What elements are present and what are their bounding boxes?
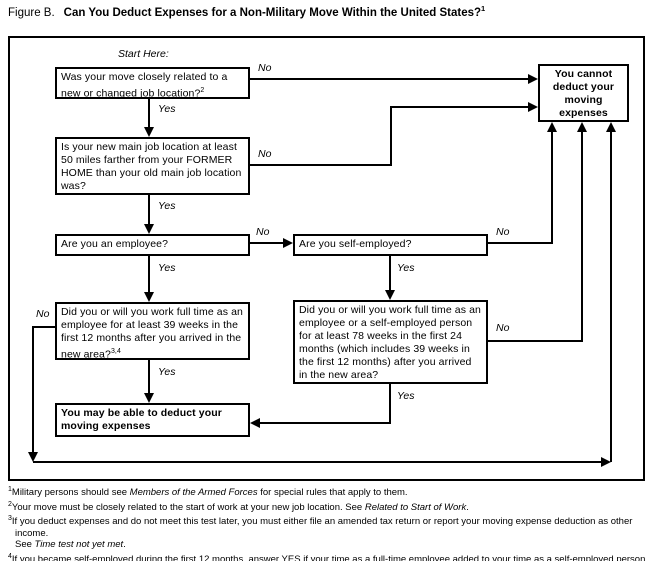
- footnote-1: 1Military persons should see Members of …: [8, 484, 649, 499]
- edge-q3-yes-arrowhead: [144, 292, 154, 302]
- node-q3-text: Are you an employee?: [61, 238, 169, 250]
- edge-q6-yes-line-1: [389, 384, 391, 424]
- edge-q4-no-arrowhead: [547, 122, 557, 132]
- edge-q6-no-line-2: [581, 132, 583, 342]
- edge-label-q2-yes: Yes: [158, 200, 176, 212]
- footnote-1-italic: Members of the Armed Forces: [129, 487, 258, 499]
- edge-q5-yes-arrowhead: [144, 393, 154, 403]
- edge-q6-yes-line-2: [260, 422, 391, 424]
- outcome-may-text: You may be able to deduct your moving ex…: [61, 407, 222, 432]
- edge-q6-no-line-1: [488, 340, 583, 342]
- edge-q4-yes-line: [389, 256, 391, 290]
- edge-q1-no-arrowhead: [528, 74, 538, 84]
- node-outcome-may-deduct: You may be able to deduct your moving ex…: [55, 403, 250, 437]
- edge-label-q1-yes: Yes: [158, 103, 176, 115]
- node-q1-text: Was your move closely related to a new o…: [61, 71, 228, 100]
- figure-title: Can You Deduct Expenses for a Non-Milita…: [63, 4, 486, 19]
- node-q5-text: Did you or will you work full time as an…: [61, 306, 243, 361]
- footnote-3-italic: Time test not yet met: [34, 539, 124, 551]
- node-outcome-cannot-deduct: You cannot deduct your moving expenses: [538, 64, 629, 122]
- footnote-1-marker: 1: [8, 486, 12, 493]
- node-q4-self-employed: Are you self-employed?: [293, 234, 488, 256]
- start-here-label: Start Here:: [118, 48, 169, 60]
- footnotes: 1Military persons should see Members of …: [8, 484, 649, 561]
- footnote-3-marker: 3: [8, 515, 12, 523]
- edge-label-q1-no: No: [258, 62, 272, 74]
- edge-q4-no-line-2: [551, 132, 553, 244]
- footnote-4-marker: 4: [8, 552, 12, 560]
- edge-label-q4-no: No: [496, 226, 510, 238]
- figure-title-superscript: 1: [481, 4, 486, 13]
- footnote-4-text: If you became self-employed during the f…: [11, 554, 646, 561]
- edge-label-q6-no: No: [496, 322, 510, 334]
- edge-label-q6-yes: Yes: [397, 390, 415, 402]
- edge-q3-yes-line: [148, 256, 150, 292]
- edge-q5-no-arrowhead: [606, 122, 616, 132]
- edge-q5-no-line-2: [32, 326, 34, 452]
- edge-q5-no-line-1: [33, 326, 55, 328]
- edge-label-q5-yes: Yes: [158, 366, 176, 378]
- footnote-2-text: Your move must be closely related to the…: [11, 501, 365, 513]
- footnote-2-italic: Related to Start of Work: [364, 501, 467, 513]
- footnote-4: 4If you became self-employed during the …: [8, 551, 649, 561]
- edge-q2-no-line-2: [390, 106, 392, 166]
- node-q1-move-related: Was your move closely related to a new o…: [55, 67, 250, 100]
- edge-q6-no-arrowhead: [577, 122, 587, 132]
- node-q2-text: Is your new main job location at least 5…: [61, 141, 242, 192]
- outcome-cannot-text: You cannot deduct your moving expenses: [552, 68, 615, 119]
- edge-q2-yes-line: [148, 195, 150, 224]
- footnote-1-text-after: for special rules that apply to them.: [257, 487, 408, 499]
- edge-q2-no-line-3: [390, 106, 528, 108]
- node-q1-superscript: 2: [200, 87, 205, 94]
- figure-title-text: Can You Deduct Expenses for a Non-Milita…: [63, 6, 482, 19]
- flowchart-frame: [8, 36, 645, 481]
- node-q6-text: Did you or will you work full time as an…: [299, 304, 481, 381]
- edge-q5-no-corner-arrowhead: [28, 452, 38, 462]
- edge-q2-yes-arrowhead: [144, 224, 154, 234]
- footnote-3-text-after: .: [123, 539, 126, 551]
- figure-title-row: Figure B. Can You Deduct Expenses for a N…: [8, 4, 485, 19]
- node-q4-text: Are you self-employed?: [299, 238, 412, 250]
- node-q5-superscript: 3,4: [110, 348, 121, 355]
- edge-q5-no-line-4: [610, 132, 612, 462]
- footnote-3-text: If you deduct expenses and do not meet t…: [11, 516, 633, 551]
- node-q2-fifty-miles: Is your new main job location at least 5…: [55, 137, 250, 195]
- edge-q2-no-arrowhead: [528, 102, 538, 112]
- footnote-1-text: Military persons should see: [11, 487, 130, 499]
- edge-q4-no-line-1: [488, 242, 553, 244]
- edge-label-q2-no: No: [258, 148, 272, 160]
- node-q5-39-weeks: Did you or will you work full time as an…: [55, 302, 250, 361]
- edge-q3-no-arrowhead: [283, 238, 293, 248]
- edge-q1-yes-arrowhead: [144, 127, 154, 137]
- edge-q1-yes-line: [148, 99, 150, 127]
- edge-q1-no-line: [250, 78, 528, 80]
- edge-label-q4-yes: Yes: [397, 262, 415, 274]
- edge-q4-yes-arrowhead: [385, 290, 395, 300]
- node-q3-employee: Are you an employee?: [55, 234, 250, 256]
- footnote-2: 2Your move must be closely related to th…: [8, 499, 649, 514]
- edge-q5-no-line-3: [33, 461, 601, 463]
- footnote-2-text-after: .: [466, 501, 469, 513]
- edge-q5-yes-line: [148, 360, 150, 393]
- edge-label-q5-no: No: [36, 308, 50, 320]
- edge-q6-yes-arrowhead: [250, 418, 260, 428]
- edge-label-q3-yes: Yes: [158, 262, 176, 274]
- node-q6-78-weeks: Did you or will you work full time as an…: [293, 300, 488, 384]
- figure-label: Figure B.: [8, 6, 55, 19]
- footnote-3: 3If you deduct expenses and do not meet …: [8, 513, 649, 551]
- edge-q5-no-bottom-arrowhead: [601, 457, 611, 467]
- edge-q3-no-line: [250, 242, 283, 244]
- edge-q2-no-line-1: [250, 164, 392, 166]
- edge-label-q3-no: No: [256, 226, 270, 238]
- footnote-2-marker: 2: [8, 500, 12, 508]
